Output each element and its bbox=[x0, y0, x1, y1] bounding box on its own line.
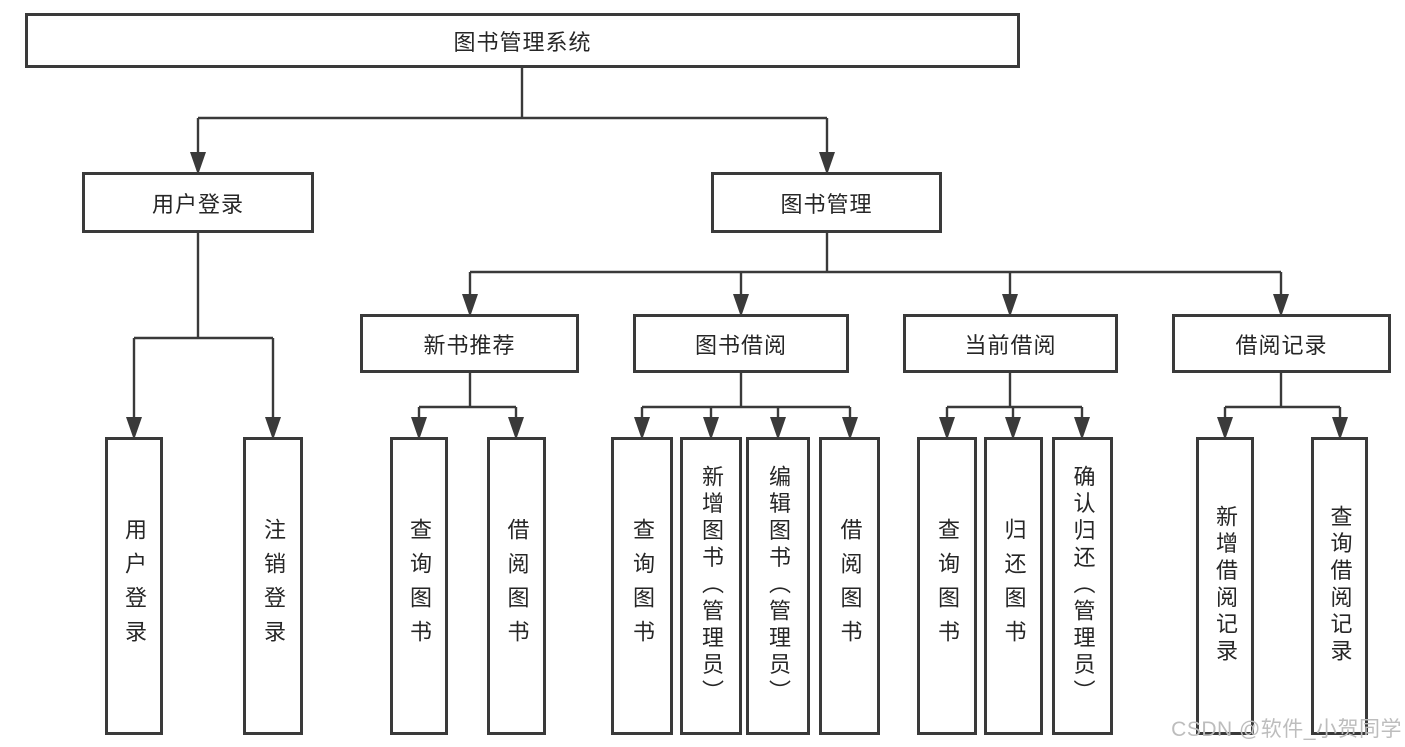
node-label: 借阅记录 bbox=[1235, 332, 1328, 358]
leaf-borrow-books: 借阅图书 bbox=[819, 437, 880, 735]
leaf-add-borrow-record: 新增借阅记录 bbox=[1196, 437, 1254, 735]
node-book-management: 图书管理 bbox=[711, 172, 942, 233]
leaf-query-books-recommend: 查询图书 bbox=[390, 437, 448, 735]
node-label: 查询图书 bbox=[407, 517, 432, 655]
node-new-book-recommendation: 新书推荐 bbox=[360, 314, 579, 373]
node-label: 借阅图书 bbox=[504, 517, 530, 655]
csdn-watermark: CSDN @软件_小贺同学 bbox=[1171, 718, 1402, 741]
node-label: 图书管理 bbox=[780, 191, 873, 217]
node-label: 借阅图书 bbox=[837, 517, 863, 655]
node-label: 查询图书 bbox=[630, 517, 655, 655]
node-book-borrowing: 图书借阅 bbox=[633, 314, 849, 373]
node-label: 当前借阅 bbox=[964, 332, 1057, 358]
node-label: 用户登录 bbox=[151, 191, 244, 217]
node-current-borrowing: 当前借阅 bbox=[903, 314, 1118, 373]
leaf-query-borrow-record: 查询借阅记录 bbox=[1311, 437, 1368, 735]
node-label: 归还图书 bbox=[1001, 517, 1027, 655]
leaf-user-login: 用户登录 bbox=[105, 437, 163, 735]
leaf-query-books-borrow: 查询图书 bbox=[611, 437, 673, 735]
node-label: 查询借阅记录 bbox=[1327, 505, 1353, 667]
node-label: 图书管理系统 bbox=[453, 29, 592, 55]
node-library-management-system: 图书管理系统 bbox=[25, 13, 1020, 68]
node-label: 用户登录 bbox=[122, 517, 147, 655]
node-label: 确认归还（管理员） bbox=[1070, 465, 1096, 707]
leaf-query-books-current: 查询图书 bbox=[917, 437, 977, 735]
node-label: 新增图书（管理员） bbox=[699, 465, 724, 707]
node-borrowing-records: 借阅记录 bbox=[1172, 314, 1391, 373]
node-label: 查询图书 bbox=[935, 517, 960, 655]
node-label: 新增借阅记录 bbox=[1213, 505, 1238, 667]
node-label: 新书推荐 bbox=[423, 332, 516, 358]
leaf-logout: 注销登录 bbox=[243, 437, 303, 735]
node-label: 编辑图书（管理员） bbox=[766, 465, 791, 707]
leaf-edit-books-admin: 编辑图书（管理员） bbox=[746, 437, 810, 735]
node-user-login: 用户登录 bbox=[82, 172, 314, 233]
node-label: 图书借阅 bbox=[694, 332, 787, 358]
leaf-confirm-return-admin: 确认归还（管理员） bbox=[1052, 437, 1113, 735]
leaf-return-books: 归还图书 bbox=[984, 437, 1043, 735]
leaf-add-books-admin: 新增图书（管理员） bbox=[680, 437, 742, 735]
node-label: 注销登录 bbox=[261, 517, 286, 655]
leaf-borrow-books-recommend: 借阅图书 bbox=[487, 437, 546, 735]
